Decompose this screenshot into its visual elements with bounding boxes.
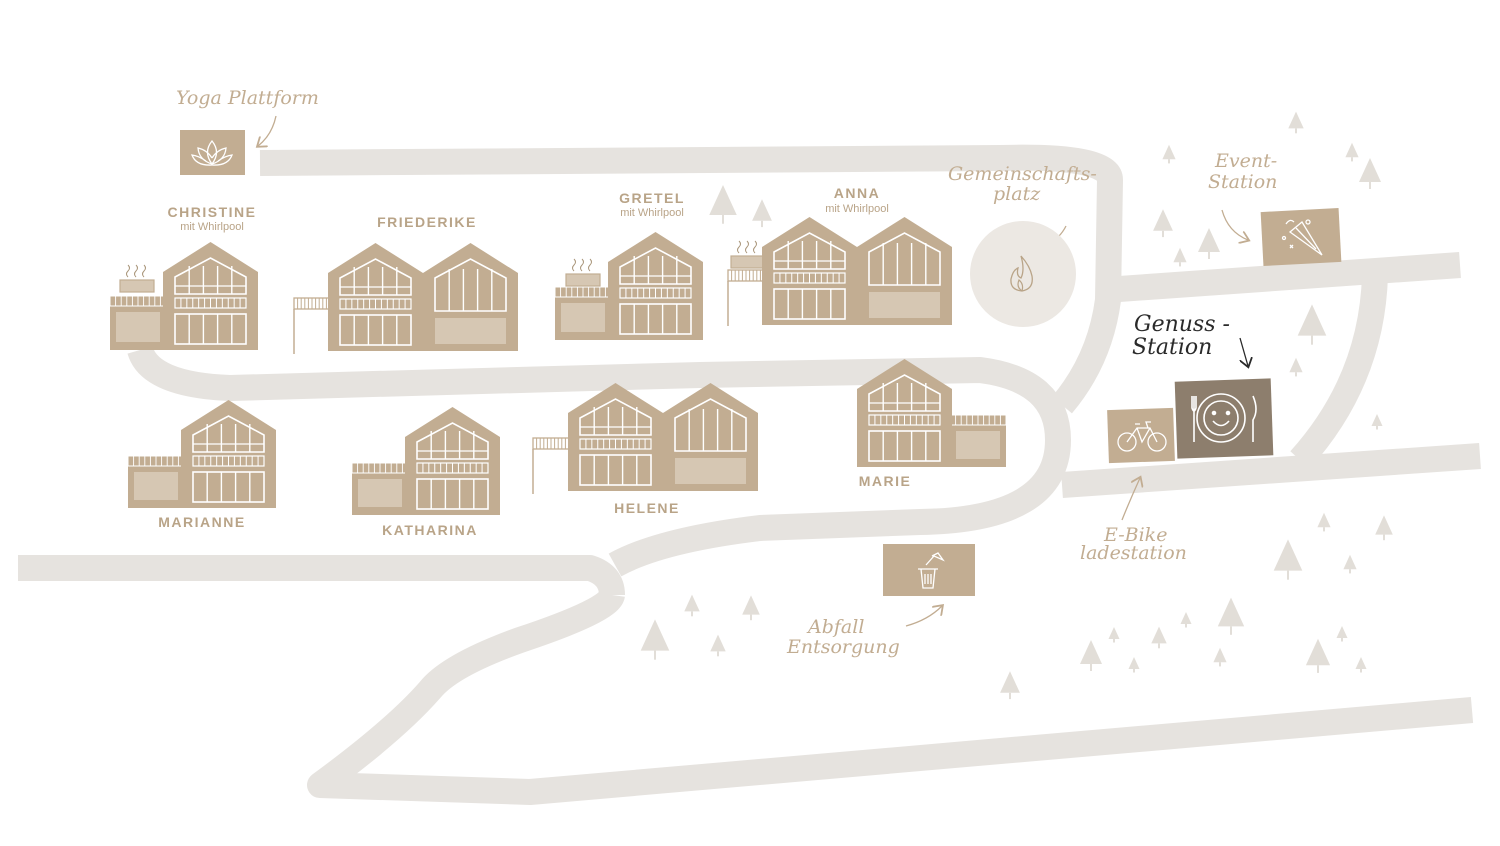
tree-icon (1180, 612, 1192, 628)
tree-icon (1317, 512, 1331, 532)
genuss-label-line2: Station (1132, 335, 1212, 360)
yoga-arrow (258, 115, 277, 146)
event-label-line2: Station (1208, 171, 1277, 193)
house-gretel-building[interactable] (554, 232, 703, 340)
house-anna-building[interactable] (727, 217, 952, 326)
tree-icon (684, 594, 700, 617)
tree-icon (640, 619, 670, 660)
house-friederike-building[interactable] (293, 243, 518, 354)
svg-text:ANNA: ANNA (834, 185, 880, 201)
fire-icon[interactable] (970, 221, 1076, 327)
yoga-label: Yoga Plattform (176, 87, 319, 109)
ebike-arrow (1121, 478, 1140, 521)
tree-icon (709, 185, 737, 224)
house-marie-building[interactable] (857, 359, 1007, 467)
tree-icon (752, 199, 772, 228)
genuss-arrow (1239, 337, 1248, 366)
abfall-label-line2: Entsorgung (786, 636, 900, 658)
tree-icon (1273, 539, 1303, 580)
road-loop (127, 345, 1071, 577)
house-marianne-building[interactable] (127, 400, 276, 508)
svg-text:CHRISTINE: CHRISTINE (168, 204, 257, 220)
tree-icon (1375, 515, 1393, 541)
house-katharina-label[interactable]: KATHARINA (382, 522, 478, 538)
gemeinschaft-label-line1: Gemeinschafts- (948, 163, 1097, 185)
svg-text:MARIANNE: MARIANNE (158, 514, 245, 530)
abfall-arrow (905, 606, 942, 627)
tree-icon (1217, 597, 1245, 635)
lotus-icon[interactable] (180, 130, 245, 175)
tree-icon (1080, 640, 1102, 671)
svg-text:mit Whirlpool: mit Whirlpool (825, 203, 889, 215)
tree-icon (1162, 144, 1176, 164)
plate-cutlery-icon[interactable] (1174, 378, 1274, 459)
tree-icon (1336, 626, 1348, 642)
tree-icon (710, 634, 726, 657)
road-left-horizontal (18, 555, 625, 596)
ebike-label-line2: ladestation (1080, 542, 1187, 564)
tree-icon (1000, 671, 1020, 700)
svg-text:KATHARINA: KATHARINA (382, 522, 478, 538)
svg-text:FRIEDERIKE: FRIEDERIKE (377, 214, 477, 230)
tree-icon (1108, 627, 1120, 643)
road-east-upper (1104, 252, 1461, 303)
road-east-vertical (1290, 274, 1388, 469)
bicycle-icon[interactable] (1107, 407, 1175, 464)
tree-icon (1297, 304, 1327, 345)
genuss-label-line1: Genuss - (1134, 312, 1230, 337)
house-marianne-label[interactable]: MARIANNE (158, 514, 245, 530)
tree-icon (1198, 228, 1220, 259)
svg-text:HELENE: HELENE (614, 500, 680, 516)
house-gretel-label[interactable]: GRETEL mit Whirlpool (619, 190, 685, 219)
abfall-label-line1: Abfall (806, 616, 864, 638)
svg-text:mit Whirlpool: mit Whirlpool (620, 207, 684, 219)
house-marie-label[interactable]: MARIE (859, 473, 912, 489)
trash-icon[interactable] (883, 544, 975, 596)
tree-icon (1305, 638, 1331, 673)
tree-icon (1288, 111, 1304, 134)
tree-icon (1153, 209, 1173, 238)
svg-text:GRETEL: GRETEL (619, 190, 685, 206)
tree-icon (1128, 657, 1140, 673)
house-christine-building[interactable] (109, 242, 258, 350)
ebike-label-line1: E-Bike (1103, 524, 1167, 546)
gemeinschaft-label-line2: platz (993, 183, 1041, 205)
tree-icon (1355, 657, 1367, 673)
tree-icon (742, 595, 760, 621)
svg-text:MARIE: MARIE (859, 473, 912, 489)
road-bottom-loop (307, 589, 1474, 805)
event-label-line1: Event- (1214, 150, 1277, 172)
svg-text:mit Whirlpool: mit Whirlpool (180, 221, 244, 233)
house-christine-label[interactable]: CHRISTINE mit Whirlpool (168, 204, 257, 233)
house-helene-label[interactable]: HELENE (614, 500, 680, 516)
tree-icon (1345, 142, 1359, 162)
road-top (259, 144, 1123, 414)
house-anna-label[interactable]: ANNA mit Whirlpool (825, 185, 889, 215)
tree-icon (1173, 247, 1187, 267)
tree-icon (1289, 357, 1303, 377)
tree-icon (1343, 554, 1357, 574)
tree-icon (1151, 626, 1167, 649)
tree-icon (1213, 647, 1227, 667)
house-friederike-label[interactable]: FRIEDERIKE (377, 214, 477, 230)
house-helene-building[interactable] (532, 383, 758, 494)
party-popper-icon[interactable] (1260, 207, 1342, 267)
house-katharina-building[interactable] (351, 407, 500, 515)
event-arrow (1221, 209, 1248, 240)
tree-icon (1359, 158, 1381, 189)
tree-icon (1371, 414, 1383, 430)
